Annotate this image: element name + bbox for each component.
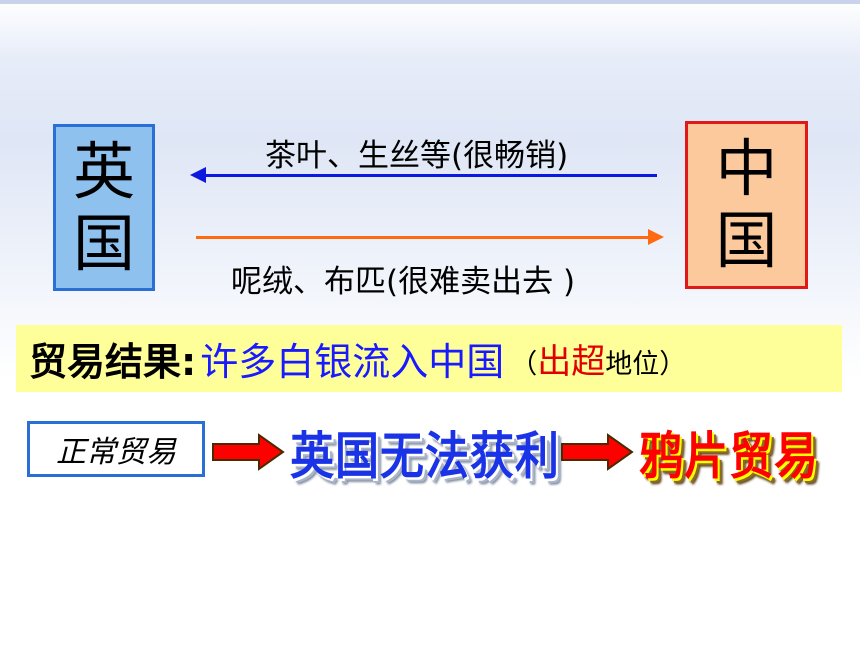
uk-box: 英 国 — [53, 124, 155, 291]
top-border — [0, 0, 860, 4]
result-label: 贸易结果: — [29, 340, 197, 384]
arrow-china-to-uk-line — [204, 174, 657, 177]
trade-result-bar: 贸易结果: 许多白银流入中国 （出超地位） — [16, 325, 842, 392]
opium-trade-text: 鸦片贸易 — [639, 427, 819, 487]
uk-exports-label: 呢绒、布匹(很难卖出去 ) — [231, 264, 576, 300]
result-status: （出超地位） — [510, 334, 686, 383]
china-exports-label: 茶叶、生丝等(很畅销) — [265, 138, 569, 174]
china-char-1: 中 — [715, 132, 778, 205]
uk-char-2: 国 — [72, 206, 135, 280]
uk-char-1: 英 — [72, 134, 135, 208]
normal-trade-box: 正常贸易 — [27, 421, 205, 477]
flow-arrow-1-icon — [212, 433, 285, 471]
arrow-right-head-icon — [648, 229, 664, 245]
arrow-left-head-icon — [190, 167, 206, 183]
arrow-uk-to-china-line — [196, 236, 650, 239]
china-char-2: 国 — [715, 204, 778, 277]
status-rest: 地位） — [605, 349, 687, 380]
paren-open: （ — [510, 349, 538, 380]
uk-no-profit-text: 英国无法获利 — [290, 427, 560, 487]
result-text: 许多白银流入中国 — [200, 340, 505, 384]
status-surplus: 出超 — [537, 342, 606, 382]
flow-arrow-2-icon — [561, 433, 634, 471]
china-box: 中 国 — [685, 121, 808, 289]
